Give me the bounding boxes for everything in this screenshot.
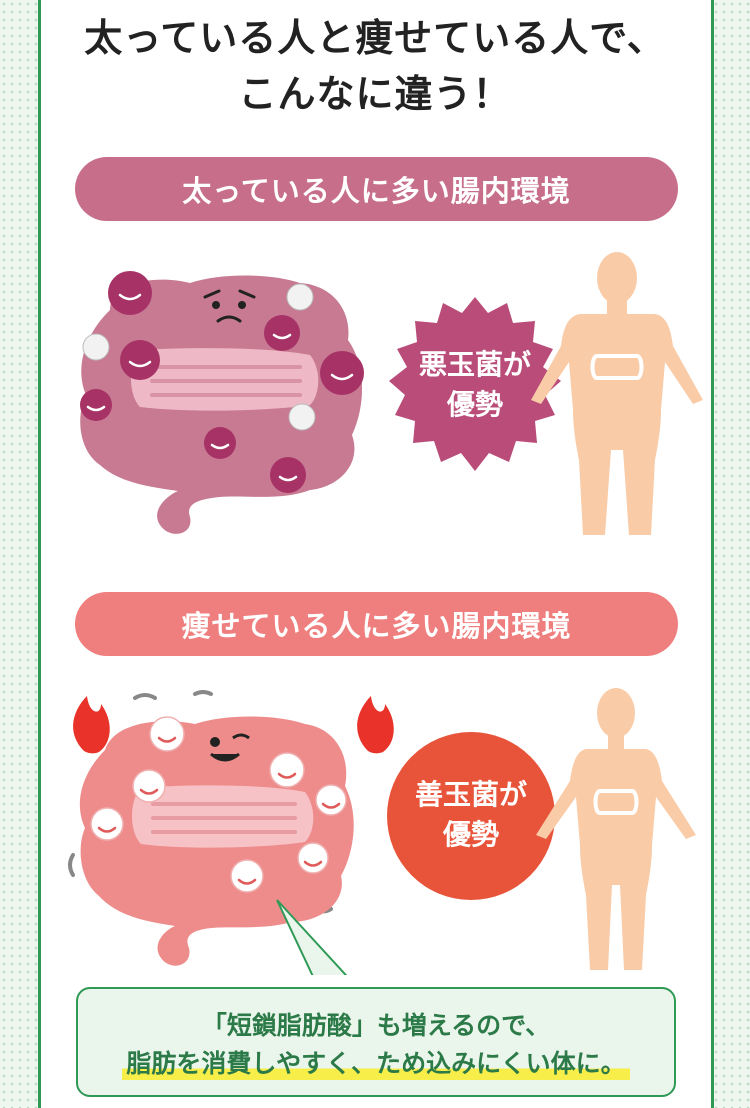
thin-badge-line1: 善玉菌が [414, 778, 527, 811]
thin-badge-text: 善玉菌が 優勢 [396, 775, 546, 855]
callout-line2: 脂肪を消費しやすく、ため込みにくい体に。 [122, 1045, 630, 1083]
fat-badge-line1: 悪玉菌が [418, 348, 531, 381]
thin-intestine-icon [593, 789, 639, 815]
thin-badge-shape [387, 732, 555, 900]
fat-intestine-illustration [80, 271, 364, 534]
fat-badge-line2: 優勢 [446, 388, 503, 421]
thin-intestine-illustration [68, 690, 394, 975]
page-headline: 太っている人と痩せている人で、 こんなに違う！ [0, 10, 750, 122]
flame-icon-right [357, 696, 394, 754]
flame-icon [73, 696, 110, 754]
fat-badge-shape [389, 297, 561, 471]
callout-box: 「短鎖脂肪酸」も増えるので、 脂肪を消費しやすく、ため込みにくい体に。 [76, 987, 676, 1097]
thin-human-body-icon [536, 688, 696, 970]
happy-bacteria-icon [90, 716, 347, 893]
callout-tail [276, 899, 348, 975]
headline-line2: こんなに違う！ [238, 72, 512, 116]
sad-germ-icon [82, 283, 316, 431]
thin-section-title: 痩せている人に多い腸内環境 [75, 592, 678, 656]
callout-line1: 「短鎖脂肪酸」も増えるので、 [201, 1011, 551, 1040]
fat-section-title: 太っている人に多い腸内環境 [75, 157, 678, 221]
thin-badge-line2: 優勢 [442, 818, 499, 851]
fat-human-body-icon [531, 252, 703, 535]
headline-line1: 太っている人と痩せている人で、 [84, 16, 666, 60]
angry-bacteria-icon [80, 271, 364, 493]
intestine-icon [590, 354, 644, 380]
fat-badge-text: 悪玉菌が 優勢 [400, 345, 550, 425]
sad-face-icon [203, 289, 256, 323]
